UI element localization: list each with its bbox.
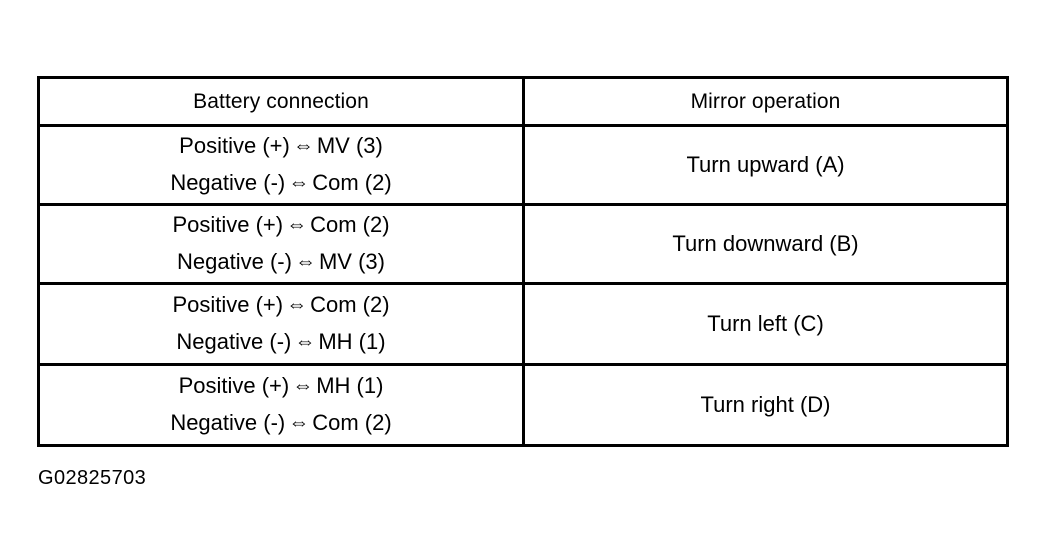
connection-line-positive: Positive (+)⇔MV (3) <box>40 128 522 165</box>
double-arrow-icon: ⇔ <box>288 411 310 434</box>
mirror-operation-cell: Turn upward (A) <box>522 124 1009 206</box>
figure-caption: G02825703 <box>38 467 147 489</box>
battery-connection-cell: Positive (+)⇔MH (1) Negative (-)⇔Com (2) <box>37 363 525 447</box>
battery-connection-cell: Positive (+)⇔Com (2) Negative (-)⇔MH (1) <box>37 282 525 366</box>
connection-line-positive: Positive (+)⇔MH (1) <box>40 368 522 405</box>
connection-negative-label: Negative (-) <box>170 410 286 435</box>
connection-negative-target: MH (1) <box>318 329 386 354</box>
connection-positive-label: Positive (+) <box>178 373 290 398</box>
table-header: Battery connection Mirror operation <box>37 76 1009 127</box>
connection-line-positive: Positive (+)⇔Com (2) <box>40 287 522 324</box>
table-body: Positive (+)⇔MV (3) Negative (-)⇔Com (2)… <box>37 124 1009 447</box>
connection-negative-target: Com (2) <box>312 170 392 195</box>
column-header-mirror-operation: Mirror operation <box>522 76 1009 127</box>
mirror-operation-cell: Turn downward (B) <box>522 203 1009 285</box>
connection-line-positive: Positive (+)⇔Com (2) <box>40 207 522 244</box>
connection-negative-target: MV (3) <box>318 249 385 274</box>
double-arrow-icon: ⇔ <box>292 374 314 397</box>
double-arrow-icon: ⇔ <box>294 250 316 273</box>
column-header-battery-connection: Battery connection <box>37 76 525 127</box>
mirror-operation-cell: Turn right (D) <box>522 363 1009 447</box>
connection-positive-target: Com (2) <box>310 212 390 237</box>
connection-line-negative: Negative (-)⇔MV (3) <box>40 244 522 281</box>
table-row: Positive (+)⇔Com (2) Negative (-)⇔MV (3)… <box>37 203 1009 285</box>
connection-positive-label: Positive (+) <box>172 292 284 317</box>
connection-line-negative: Negative (-)⇔MH (1) <box>40 324 522 361</box>
double-arrow-icon: ⇔ <box>286 293 308 316</box>
table-header-row: Battery connection Mirror operation <box>37 76 1009 127</box>
connection-positive-target: MV (3) <box>316 133 383 158</box>
table-row: Positive (+)⇔Com (2) Negative (-)⇔MH (1)… <box>37 282 1009 366</box>
connection-positive-label: Positive (+) <box>179 133 290 158</box>
double-arrow-icon: ⇔ <box>286 213 308 236</box>
connection-positive-target: MH (1) <box>316 373 384 398</box>
connection-positive-target: Com (2) <box>310 292 390 317</box>
battery-connection-table: Battery connection Mirror operation Posi… <box>37 76 1009 447</box>
connection-line-negative: Negative (-)⇔Com (2) <box>40 405 522 442</box>
connection-line-negative: Negative (-)⇔Com (2) <box>40 165 522 202</box>
table-row: Positive (+)⇔MV (3) Negative (-)⇔Com (2)… <box>37 124 1009 206</box>
connection-negative-label: Negative (-) <box>177 249 292 274</box>
connection-negative-label: Negative (-) <box>176 329 292 354</box>
connection-negative-target: Com (2) <box>312 410 392 435</box>
battery-connection-cell: Positive (+)⇔Com (2) Negative (-)⇔MV (3) <box>37 203 525 285</box>
double-arrow-icon: ⇔ <box>292 134 314 157</box>
battery-connection-cell: Positive (+)⇔MV (3) Negative (-)⇔Com (2) <box>37 124 525 206</box>
connection-positive-label: Positive (+) <box>172 212 284 237</box>
table-row: Positive (+)⇔MH (1) Negative (-)⇔Com (2)… <box>37 363 1009 447</box>
double-arrow-icon: ⇔ <box>288 171 310 194</box>
connection-negative-label: Negative (-) <box>170 170 286 195</box>
double-arrow-icon: ⇔ <box>294 330 316 353</box>
mirror-operation-cell: Turn left (C) <box>522 282 1009 366</box>
